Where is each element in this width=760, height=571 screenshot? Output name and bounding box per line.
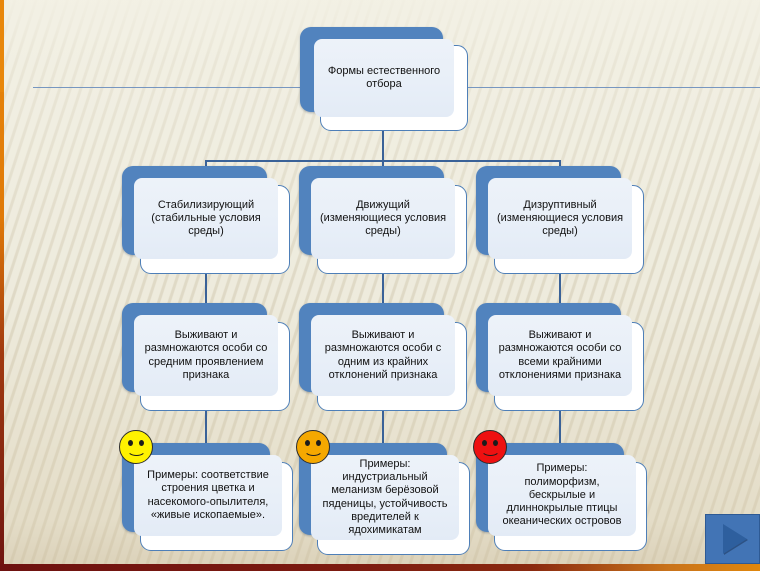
node-label: Выживают и размножаются особи со всеми к… bbox=[498, 329, 622, 381]
node-label: Формы естественного отбора bbox=[327, 64, 441, 90]
node-panel: Стабилизирующий (стабильные условия сред… bbox=[134, 178, 278, 259]
node-label: Примеры: индустриальный меланизм берёзов… bbox=[322, 457, 448, 536]
connector-row4-drop-1 bbox=[205, 409, 207, 446]
node-root[interactable]: Формы естественного отбора bbox=[300, 27, 468, 131]
node-panel: Формы естественного отбора bbox=[314, 39, 454, 117]
node-label: Выживают и размножаются особи со средним… bbox=[144, 329, 268, 381]
bottom-edge-accent-bar bbox=[0, 564, 760, 571]
top-left-edge-accent bbox=[0, 0, 4, 92]
node-label: Примеры: полиморфизм, бескрылые и длинно… bbox=[502, 462, 622, 528]
node-row2-1[interactable]: Стабилизирующий (стабильные условия сред… bbox=[122, 166, 290, 274]
node-panel: Выживают и размножаются особи с одним из… bbox=[311, 315, 455, 396]
node-panel: Выживают и размножаются особи со всеми к… bbox=[488, 315, 632, 396]
smiley-icon-neutral-orange bbox=[296, 430, 330, 464]
left-edge-accent-bar bbox=[0, 0, 4, 571]
connector-row4-drop-3 bbox=[559, 409, 561, 446]
node-label: Выживают и размножаются особи с одним из… bbox=[324, 329, 442, 381]
smiley-mouth bbox=[127, 443, 146, 456]
smiley-mouth bbox=[481, 443, 500, 456]
node-label: Движущий (изменяющиеся условия среды) bbox=[319, 198, 447, 238]
node-row4-2[interactable]: Примеры: индустриальный меланизм берёзов… bbox=[299, 443, 471, 555]
node-row2-3[interactable]: Дизруптивный (изменяющиеся условия среды… bbox=[476, 166, 644, 274]
node-label: Стабилизирующий (стабильные условия сред… bbox=[151, 198, 261, 238]
node-panel: Примеры: соответствие строения цветка и … bbox=[134, 455, 282, 536]
smiley-mouth bbox=[304, 443, 323, 456]
play-triangle-icon bbox=[723, 524, 747, 554]
node-row2-2[interactable]: Движущий (изменяющиеся условия среды) bbox=[299, 166, 467, 274]
node-label: Дизруптивный (изменяющиеся условия среды… bbox=[496, 198, 624, 238]
connector-row4-drop-2 bbox=[382, 409, 384, 446]
node-row3-1[interactable]: Выживают и размножаются особи со средним… bbox=[122, 303, 290, 411]
node-panel: Движущий (изменяющиеся условия среды) bbox=[311, 178, 455, 259]
node-row3-3[interactable]: Выживают и размножаются особи со всеми к… bbox=[476, 303, 644, 411]
connector-root-stem bbox=[382, 129, 384, 161]
node-panel: Дизруптивный (изменяющиеся условия среды… bbox=[488, 178, 632, 259]
smiley-icon-red bbox=[473, 430, 507, 464]
node-panel: Выживают и размножаются особи со средним… bbox=[134, 315, 278, 396]
next-slide-button[interactable] bbox=[705, 514, 760, 564]
node-label: Примеры: соответствие строения цветка и … bbox=[147, 469, 269, 521]
smiley-icon-happy-yellow bbox=[119, 430, 153, 464]
node-row3-2[interactable]: Выживают и размножаются особи с одним из… bbox=[299, 303, 467, 411]
node-panel: Примеры: полиморфизм, бескрылые и длинно… bbox=[488, 455, 636, 536]
node-panel: Примеры: индустриальный меланизм берёзов… bbox=[311, 455, 459, 540]
